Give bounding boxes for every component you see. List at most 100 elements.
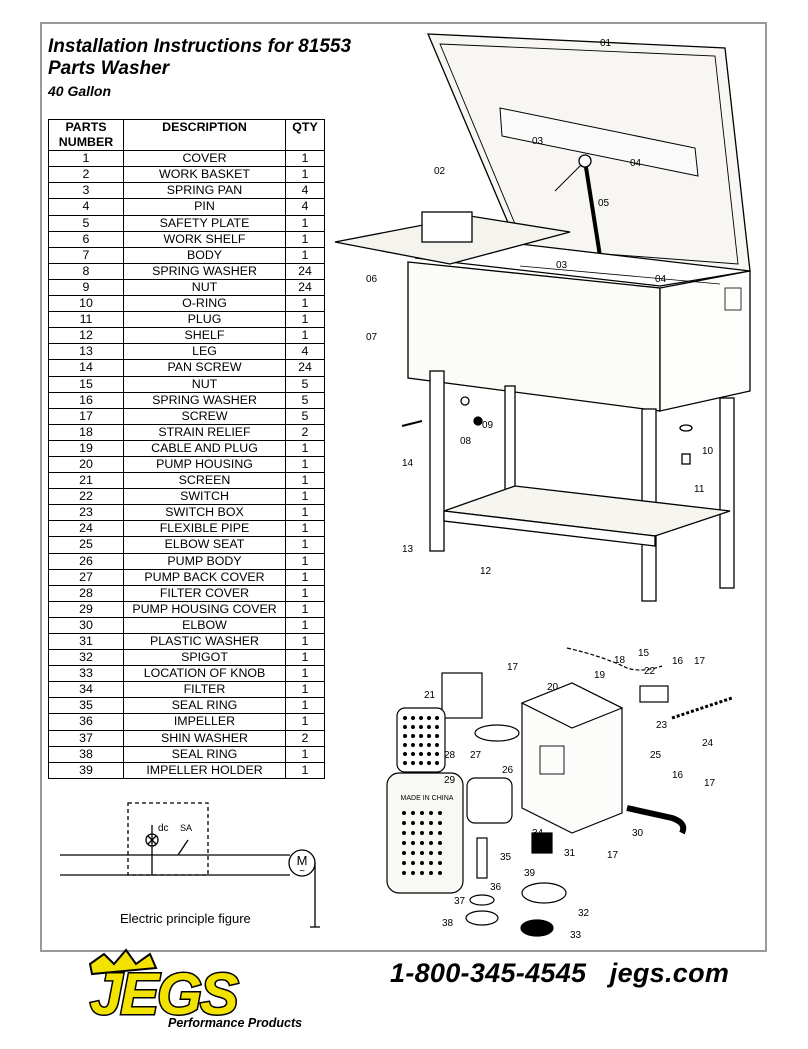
pump-callout: 17 (507, 662, 519, 673)
part-number: 26 (48, 552, 124, 570)
part-number: 15 (48, 375, 124, 393)
part-qty: 24 (285, 359, 325, 377)
filter-hole-dot (411, 831, 415, 835)
part-description: SEAL RING (123, 745, 286, 763)
part-number: 24 (48, 520, 124, 538)
part-number: 34 (48, 681, 124, 699)
washer-callout: 06 (366, 274, 378, 285)
part-description: NUT (123, 278, 286, 297)
filter-hole-dot (402, 871, 406, 875)
header-description: DESCRIPTION (123, 118, 286, 152)
part-number: 32 (48, 649, 124, 667)
washer-callout: 03 (532, 136, 544, 147)
part-description: SPRING WASHER (123, 262, 286, 280)
header-parts-number: PARTS NUMBER (48, 118, 124, 152)
part-number: 27 (48, 568, 124, 586)
filter-hole-dot (411, 743, 415, 747)
filter-hole-dot (403, 725, 407, 729)
pump-callout: 21 (424, 690, 436, 701)
dc-label: dc (158, 823, 169, 834)
part-description: BODY (123, 246, 286, 264)
part-number: 39 (48, 761, 124, 779)
part-number: 18 (48, 423, 124, 441)
crown-icon (88, 948, 158, 976)
part-number: 29 (48, 600, 124, 618)
filter-hole-dot (403, 716, 407, 720)
part-number: 19 (48, 439, 124, 457)
filter-hole-dot (427, 752, 431, 756)
pump-callout: 15 (638, 648, 650, 659)
part-description: PUMP HOUSING (123, 455, 286, 474)
part-description: SWITCH (123, 488, 286, 506)
part-qty: 1 (285, 616, 325, 635)
svg-text:JEGS: JEGS (90, 962, 239, 1027)
electric-principle-figure: dc SA M ~ Electric principle figure (60, 802, 320, 928)
parts-table-header: PARTS NUMBER DESCRIPTION QTY (48, 118, 325, 152)
filter-hole-dot (419, 734, 423, 738)
part-qty: 1 (285, 327, 325, 345)
filter-hole-dot (420, 831, 424, 835)
washer-callout: 08 (460, 436, 472, 447)
part-qty: 5 (285, 407, 325, 425)
filter-hole-dot (402, 841, 406, 845)
filter-hole-dot (429, 821, 433, 825)
pump-callout: 38 (442, 918, 454, 929)
pump-callout: 24 (702, 738, 714, 749)
part-description: O-RING (123, 295, 286, 313)
part-qty: 1 (285, 166, 325, 184)
page-border (40, 22, 767, 952)
part-qty: 1 (285, 568, 325, 586)
filter-hole-dot (402, 831, 406, 835)
pump-callout: 17 (694, 656, 706, 667)
motor-label: M (297, 853, 308, 868)
part-number: 36 (48, 713, 124, 731)
filter-hole-dot (411, 871, 415, 875)
part-qty: 1 (285, 713, 325, 731)
pump-callout: 34 (532, 828, 544, 839)
part-description: IMPELLER (123, 713, 286, 731)
pump-callout: 20 (547, 682, 559, 693)
filter-hole-dot (411, 725, 415, 729)
part-number: 3 (48, 182, 124, 200)
part-description: SCREEN (123, 472, 286, 490)
part-qty: 1 (285, 697, 325, 715)
part-qty: 1 (285, 649, 325, 667)
filter-hole-dot (429, 831, 433, 835)
part-qty: 1 (285, 745, 325, 763)
part-number: 1 (48, 150, 124, 168)
part-description: STRAIN RELIEF (123, 423, 286, 441)
pump-callout: 23 (656, 720, 668, 731)
part-number: 8 (48, 262, 124, 280)
part-qty: 24 (285, 262, 325, 280)
washer-callout: 14 (402, 458, 414, 469)
part-qty: 1 (285, 295, 325, 313)
part-number: 14 (48, 359, 124, 377)
filter-hole-dot (402, 861, 406, 865)
part-description: SEAL RING (123, 697, 286, 715)
pump-callout: 28 (444, 750, 456, 761)
part-description: PLASTIC WASHER (123, 632, 286, 651)
pump-callout: 36 (490, 882, 502, 893)
filter-hole-dot (411, 734, 415, 738)
part-description: SPIGOT (123, 649, 286, 667)
washer-callout: 02 (434, 166, 446, 177)
pump-callout: 17 (607, 850, 619, 861)
part-number: 25 (48, 536, 124, 554)
washer-callout: 01 (600, 38, 612, 49)
washer-callout: 07 (366, 332, 378, 343)
website-link[interactable]: jegs.com (609, 958, 730, 988)
part-description: SAFETY PLATE (123, 214, 286, 232)
washer-callout: 11 (694, 484, 705, 495)
filter-hole-dot (402, 821, 406, 825)
